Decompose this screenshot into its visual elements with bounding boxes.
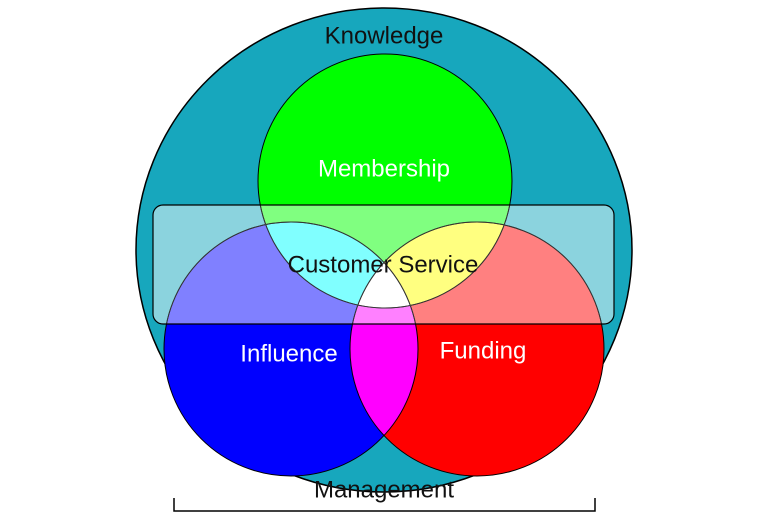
funding-label: Funding — [440, 337, 527, 364]
management-label: Management — [314, 476, 454, 503]
customer-service-band-outline — [152, 204, 615, 325]
customer-service-band — [153, 205, 614, 324]
knowledge-label: Knowledge — [325, 22, 444, 49]
management-bracket — [173, 498, 596, 512]
influence-label: Influence — [240, 340, 337, 367]
membership-label: Membership — [318, 155, 450, 182]
customer-service-label: Customer Service — [288, 251, 479, 278]
